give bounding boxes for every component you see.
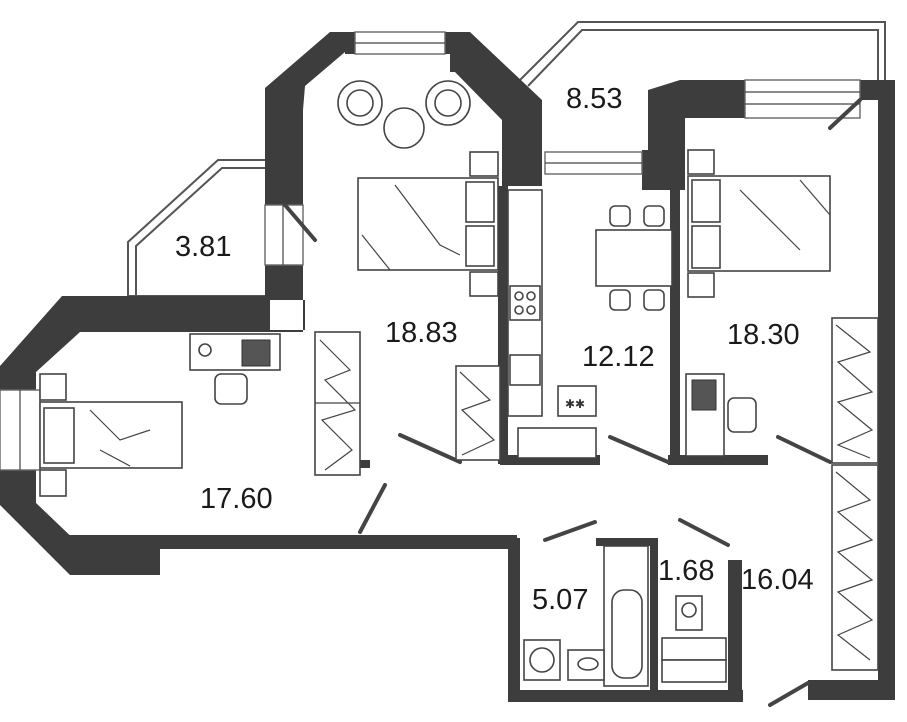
lounge-set — [337, 80, 471, 149]
area-bedroom-center: 18.83 — [385, 317, 458, 349]
area-loggia-small: 3.81 — [175, 231, 231, 263]
bath-fixtures — [523, 545, 727, 687]
area-bathroom: 5.07 — [532, 584, 588, 616]
area-loggia-top: 8.53 — [566, 83, 622, 115]
area-bedroom-right: 18.30 — [727, 319, 800, 351]
area-wc: 1.68 — [658, 555, 714, 587]
area-hallway: 16.04 — [741, 564, 814, 596]
desks — [189, 333, 757, 457]
doors — [283, 98, 862, 707]
area-bedroom-left: 17.60 — [200, 483, 273, 515]
windows — [0, 31, 861, 471]
beds — [39, 149, 831, 497]
area-labels: 3.81 18.83 8.53 12.12 18.30 17.60 5.07 1… — [175, 83, 814, 616]
walls — [0, 32, 895, 702]
svg-text:✱✱: ✱✱ — [565, 397, 585, 411]
wardrobes — [314, 317, 879, 671]
area-kitchen: 12.12 — [582, 341, 655, 373]
kitchen-furniture: ✱✱ — [507, 189, 673, 459]
